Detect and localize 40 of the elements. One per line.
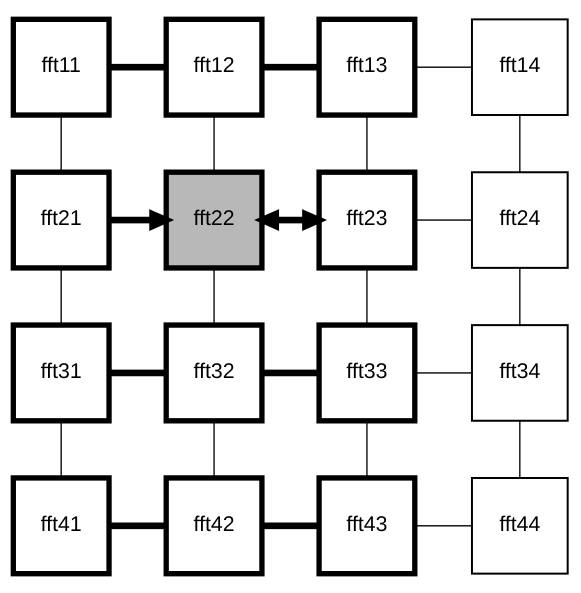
node-box: fft34 bbox=[470, 324, 569, 422]
arrow bbox=[110, 209, 174, 231]
connector bbox=[110, 522, 166, 530]
connector bbox=[213, 420, 215, 478]
node-box: fft22 bbox=[164, 170, 265, 271]
connector bbox=[60, 115, 62, 172]
node-box: fft24 bbox=[470, 171, 569, 269]
connector bbox=[60, 420, 62, 478]
connector bbox=[110, 370, 166, 376]
node-box: fft13 bbox=[316, 16, 418, 118]
node-box: fft41 bbox=[10, 475, 112, 576]
node-box: fft23 bbox=[316, 170, 418, 271]
connector bbox=[262, 64, 319, 70]
connector bbox=[262, 522, 319, 530]
node-box: fft31 bbox=[10, 322, 112, 424]
connector bbox=[366, 115, 368, 172]
node-box: fft21 bbox=[10, 170, 112, 271]
node-box: fft11 bbox=[10, 16, 112, 118]
node-box: fft43 bbox=[316, 475, 418, 576]
node-box: fft14 bbox=[470, 18, 569, 116]
node-box: fft44 bbox=[470, 476, 569, 575]
connector bbox=[60, 268, 62, 325]
connector bbox=[366, 420, 368, 478]
connector bbox=[519, 115, 520, 172]
connector bbox=[262, 370, 319, 376]
node-box: fft42 bbox=[164, 475, 265, 576]
connector bbox=[213, 115, 215, 172]
connector bbox=[415, 66, 472, 68]
connector bbox=[519, 420, 520, 478]
connector bbox=[415, 525, 472, 526]
connector bbox=[213, 268, 215, 325]
node-box: fft12 bbox=[164, 16, 265, 118]
connector bbox=[366, 268, 368, 325]
connector bbox=[415, 219, 472, 221]
connector bbox=[519, 268, 520, 325]
connector bbox=[110, 64, 166, 70]
node-box: fft32 bbox=[164, 322, 265, 424]
connector bbox=[415, 372, 472, 374]
arrow bbox=[254, 209, 328, 231]
node-box: fft33 bbox=[316, 322, 418, 424]
